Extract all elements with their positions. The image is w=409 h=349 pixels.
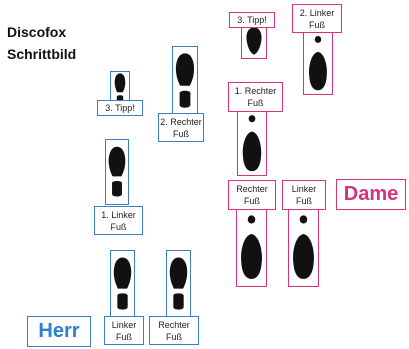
footprint-icon	[289, 208, 318, 286]
herr-linker-fuss-1-footprint	[105, 139, 129, 205]
herr-linker-fuss-label: Linker Fuß	[104, 316, 144, 345]
role-herr-label: Herr	[27, 316, 91, 347]
dame-tipp-label: 3. Tipp!	[229, 12, 275, 28]
dame-linker-fuss-footprint	[288, 207, 319, 287]
dame-rechter-fuss-label: Rechter Fuß	[228, 180, 276, 210]
herr-rechter-fuss-label: Rechter Fuß	[149, 316, 199, 345]
diagram-subtitle: Schrittbild	[7, 46, 77, 62]
diagram-title: Discofox	[7, 24, 67, 40]
footprint-icon	[242, 25, 266, 58]
dame-linker-fuss-2-label: 2. Linker Fuß	[292, 4, 342, 33]
herr-linker-fuss-footprint	[110, 250, 135, 318]
footprint-icon	[167, 251, 190, 317]
herr-rechter-fuss-footprint	[166, 250, 191, 318]
dame-rechter-fuss-footprint	[236, 207, 267, 287]
footprint-icon	[238, 111, 266, 175]
footprint-icon	[173, 47, 197, 115]
herr-rechter-fuss-2-footprint	[172, 46, 198, 116]
footprint-icon	[304, 32, 332, 94]
footprint-icon	[106, 140, 128, 204]
dame-rechter-fuss-1-label: 1. Rechter Fuß	[228, 82, 283, 112]
herr-tipp-label: 3. Tipp!	[97, 100, 143, 116]
dame-tipp-footprint	[241, 24, 267, 59]
dame-rechter-fuss-1-footprint	[237, 110, 267, 176]
herr-rechter-fuss-2-label: 2. Rechter Fuß	[158, 113, 204, 142]
role-dame-label: Dame	[336, 179, 406, 210]
footprint-icon	[237, 208, 266, 286]
dame-linker-fuss-2-footprint	[303, 31, 333, 95]
footprint-icon	[111, 251, 134, 317]
herr-linker-fuss-1-label: 1. Linker Fuß	[94, 206, 143, 235]
dame-linker-fuss-label: Linker Fuß	[282, 180, 326, 210]
